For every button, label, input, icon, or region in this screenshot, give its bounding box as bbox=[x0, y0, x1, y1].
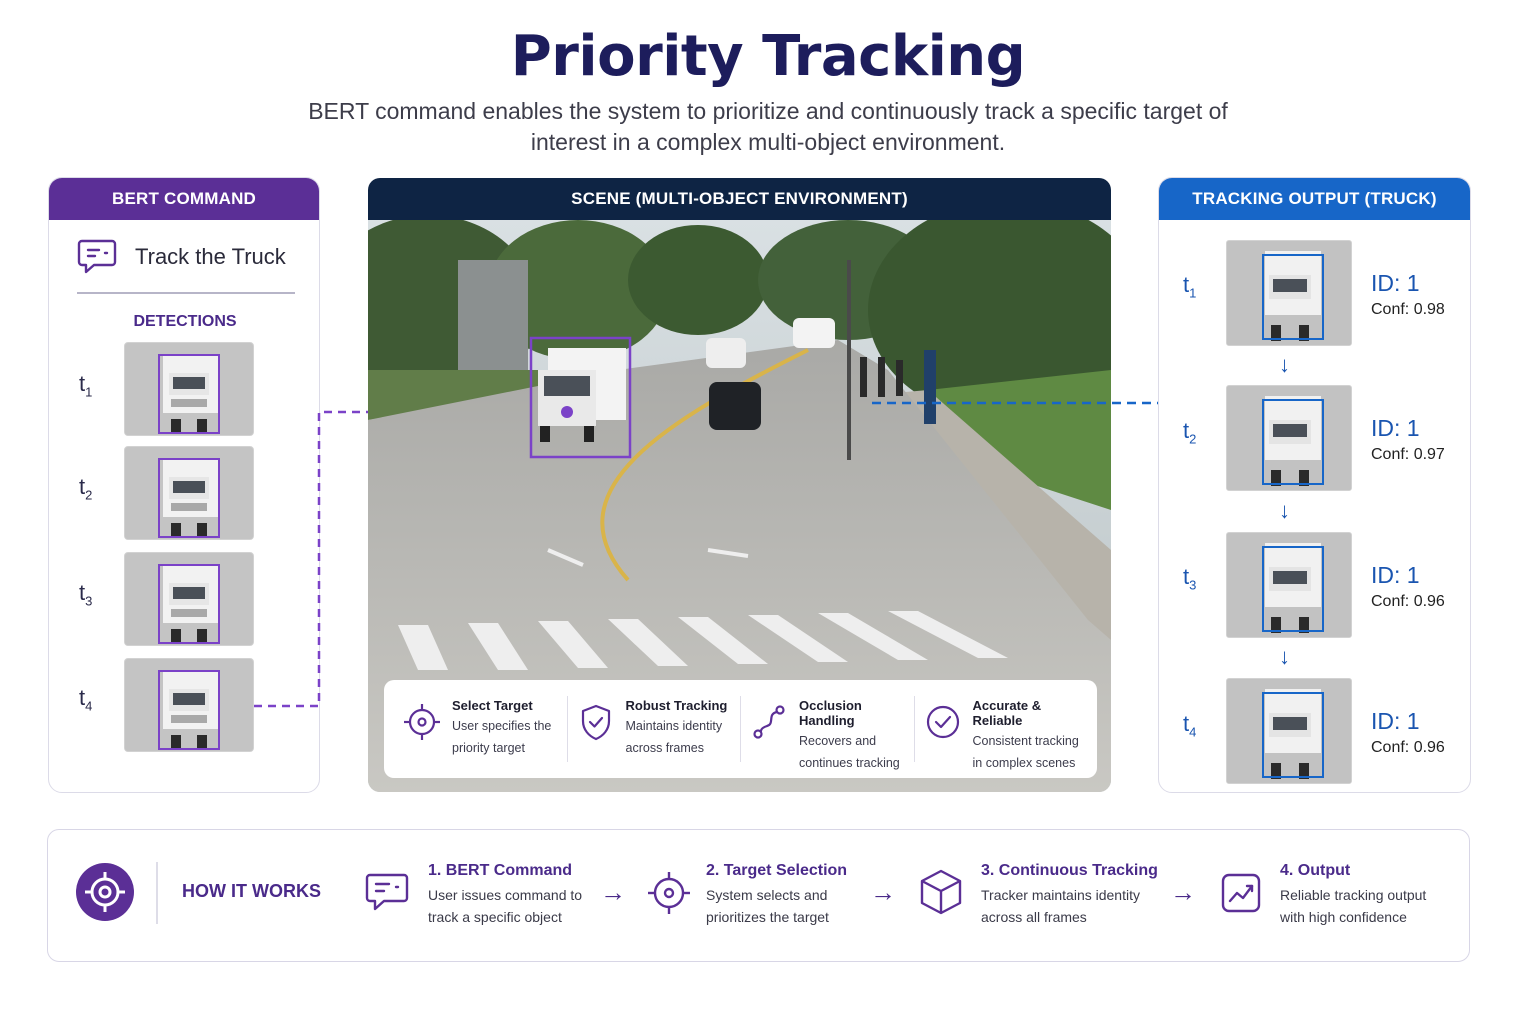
truck-image bbox=[1227, 386, 1351, 490]
output-thumbnail bbox=[1226, 532, 1352, 638]
output-thumbnail bbox=[1226, 240, 1352, 346]
how-it-works-panel: HOW IT WORKS 1. BERT Command User issues… bbox=[47, 829, 1470, 962]
frame-label: t1 bbox=[79, 371, 93, 400]
bert-command-panel: BERT COMMAND Track the Truck DETECTIONS … bbox=[48, 177, 320, 793]
frame-label: t2 bbox=[1183, 418, 1197, 447]
detections-label: DETECTIONS bbox=[133, 313, 237, 330]
detection-thumbnail bbox=[124, 342, 254, 436]
track-confidence: Conf: 0.98 bbox=[1371, 301, 1445, 318]
truck-image bbox=[1227, 241, 1351, 345]
right-arrow-icon: → bbox=[870, 877, 896, 907]
divider bbox=[77, 292, 295, 294]
step-title: 2. Target Selection bbox=[706, 862, 848, 879]
truck-image bbox=[125, 343, 253, 435]
feature-title: Accurate & Reliable bbox=[972, 698, 1042, 728]
chat-icon bbox=[77, 239, 117, 274]
tracking-output-panel: TRACKING OUTPUT (TRUCK) t1 ID: 1 Conf: 0… bbox=[1158, 177, 1471, 793]
truck-image bbox=[1227, 533, 1351, 637]
frame-label: t4 bbox=[79, 685, 93, 714]
path-icon bbox=[753, 705, 785, 739]
chat-icon bbox=[365, 873, 409, 911]
feature-title: Robust Tracking bbox=[625, 698, 728, 713]
right-connector-line bbox=[872, 401, 1158, 405]
crosshair-icon bbox=[85, 872, 125, 912]
track-id: ID: 1 bbox=[1371, 708, 1420, 734]
target-badge bbox=[76, 863, 134, 921]
frame-label: t2 bbox=[79, 474, 93, 503]
truck-image bbox=[125, 447, 253, 539]
trend-chart-icon bbox=[1221, 873, 1261, 913]
down-arrow-icon: ↓ bbox=[1279, 498, 1290, 523]
track-id: ID: 1 bbox=[1371, 270, 1420, 296]
frame-label: t3 bbox=[79, 580, 93, 609]
scene-heading: SCENE (MULTI-OBJECT ENVIRONMENT) bbox=[368, 178, 1111, 220]
track-id: ID: 1 bbox=[1371, 562, 1420, 588]
step-continuous-tracking: 3. Continuous Tracking Tracker maintains… bbox=[981, 862, 1158, 928]
truck-image bbox=[125, 553, 253, 645]
track-confidence: Conf: 0.96 bbox=[1371, 593, 1445, 610]
page-title: Priority Tracking bbox=[510, 24, 1026, 89]
feature-title: Select Target bbox=[452, 698, 533, 713]
step-title: 4. Output bbox=[1280, 862, 1351, 879]
right-arrow-icon: → bbox=[1170, 877, 1196, 907]
track-id: ID: 1 bbox=[1371, 415, 1420, 441]
frame-label: t4 bbox=[1183, 711, 1197, 740]
down-arrow-icon: ↓ bbox=[1279, 352, 1290, 377]
command-text: Track the Truck bbox=[135, 244, 286, 269]
crosshair-icon bbox=[404, 704, 440, 740]
truck-image bbox=[125, 659, 253, 751]
cube-icon bbox=[920, 869, 962, 915]
scene-panel: SCENE (MULTI-OBJECT ENVIRONMENT) bbox=[368, 178, 1111, 792]
bert-command-heading: BERT COMMAND bbox=[49, 178, 319, 220]
feature-title: Occlusion Handling bbox=[799, 698, 862, 728]
crosshair-icon bbox=[648, 872, 690, 914]
right-arrow-icon: → bbox=[600, 877, 626, 907]
truck-image bbox=[1227, 679, 1351, 783]
tracking-output-heading: TRACKING OUTPUT (TRUCK) bbox=[1159, 178, 1470, 220]
down-arrow-icon: ↓ bbox=[1279, 644, 1290, 669]
output-thumbnail bbox=[1226, 385, 1352, 491]
command-row: Track the Truck bbox=[77, 238, 286, 276]
page-subtitle: BERT command enables the system to prior… bbox=[308, 98, 1228, 155]
detection-thumbnail bbox=[124, 658, 254, 752]
detection-thumbnail bbox=[124, 446, 254, 540]
frame-label: t1 bbox=[1183, 272, 1197, 301]
track-confidence: Conf: 0.96 bbox=[1371, 739, 1445, 756]
step-title: 3. Continuous Tracking bbox=[981, 862, 1158, 879]
detection-thumbnail bbox=[124, 552, 254, 646]
output-thumbnail bbox=[1226, 678, 1352, 784]
how-it-works-title: HOW IT WORKS bbox=[182, 881, 321, 901]
divider bbox=[156, 862, 158, 924]
track-confidence: Conf: 0.97 bbox=[1371, 446, 1445, 463]
step-title: 1. BERT Command bbox=[428, 862, 573, 879]
shield-check-icon bbox=[581, 704, 610, 741]
frame-label: t3 bbox=[1183, 564, 1197, 593]
check-circle-icon bbox=[926, 705, 959, 739]
